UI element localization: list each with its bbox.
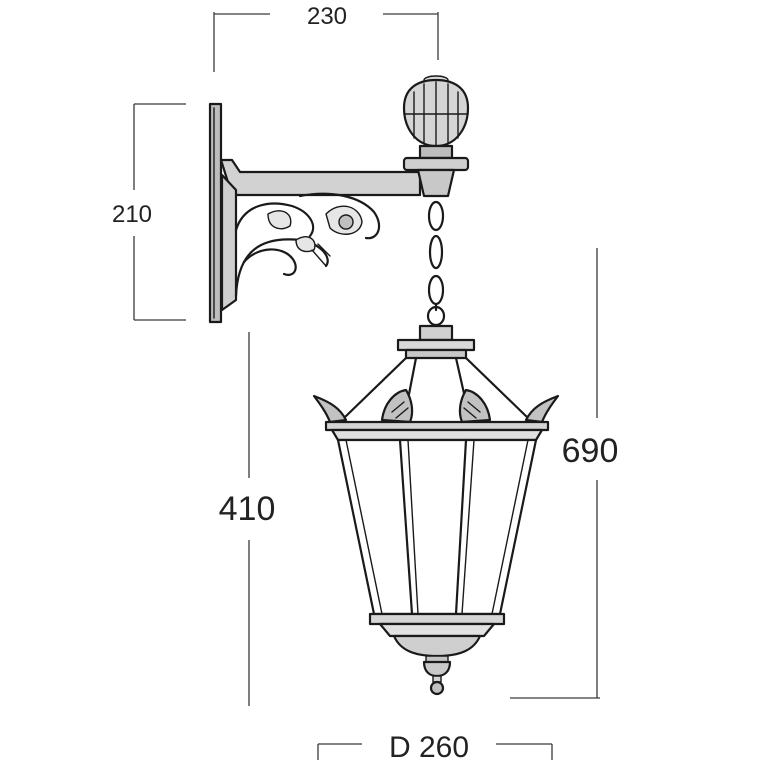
dimension-bracket-width: 230 xyxy=(213,3,439,72)
dimension-diameter: D 260 xyxy=(317,731,553,764)
dimension-total-height: 690 xyxy=(510,248,619,699)
dimension-label-230: 230 xyxy=(307,3,347,30)
wall-plate xyxy=(208,102,223,324)
dimension-label-210: 210 xyxy=(112,201,152,228)
lantern-base xyxy=(368,612,506,663)
hanging-chain xyxy=(426,200,446,327)
dimension-lantern-height: 410 xyxy=(219,332,276,706)
dimension-label-690: 690 xyxy=(562,432,619,470)
top-finial xyxy=(402,75,470,198)
lantern-roof xyxy=(312,324,560,442)
wall-bracket-arm xyxy=(219,158,422,312)
lantern-glass-body xyxy=(336,438,538,616)
dimension-label-d260: D 260 xyxy=(389,731,469,764)
bottom-finial xyxy=(422,660,452,696)
dimension-label-410: 410 xyxy=(219,490,276,528)
dimension-bracket-height: 210 xyxy=(112,103,186,321)
